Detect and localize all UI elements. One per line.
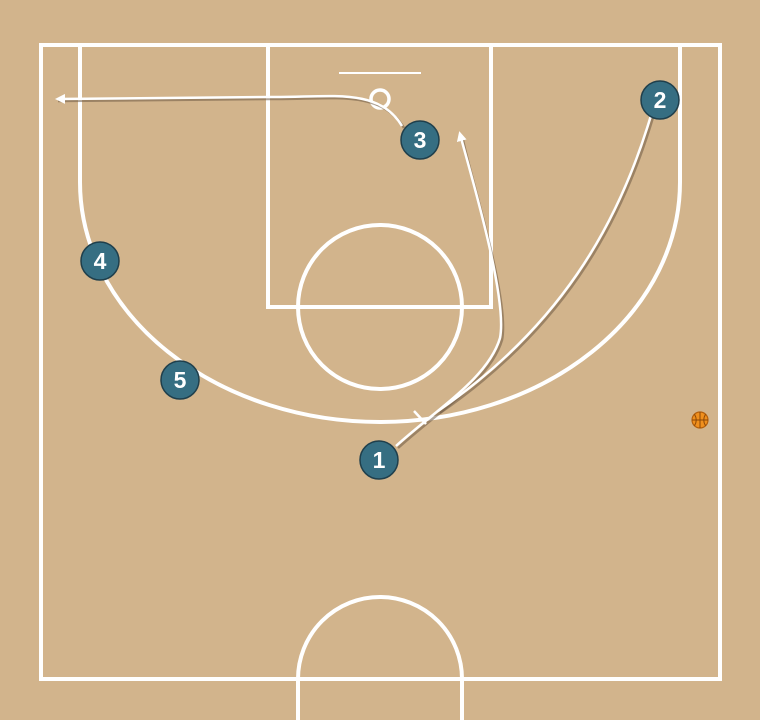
screen-route-2: [437, 111, 654, 413]
court-lines: [39, 43, 722, 720]
player-label: 2: [654, 87, 667, 113]
basketball-icon: [691, 411, 709, 429]
free-throw-circle: [296, 223, 464, 391]
player-marker: [160, 360, 200, 400]
player-2: 2: [640, 80, 680, 120]
cut-route-1: [395, 131, 503, 447]
three-point-line: [78, 45, 682, 424]
player-marker: [640, 80, 680, 120]
player-label: 3: [414, 127, 427, 153]
player-label: 4: [94, 248, 107, 274]
rim: [369, 88, 391, 110]
player-4: 4: [80, 241, 120, 281]
player-1: 1: [359, 440, 399, 480]
cut-route-3: [55, 93, 404, 127]
center-circle: [296, 595, 464, 720]
court-boundary: [39, 43, 722, 681]
paint-lane: [266, 43, 493, 309]
player-5: 5: [160, 360, 200, 400]
player-label: 5: [174, 367, 187, 393]
player-marker: [400, 120, 440, 160]
player-marker: [80, 241, 120, 281]
player-3: 3: [400, 120, 440, 160]
player-marker: [359, 440, 399, 480]
player-label: 1: [373, 447, 386, 473]
routes: [55, 93, 656, 449]
